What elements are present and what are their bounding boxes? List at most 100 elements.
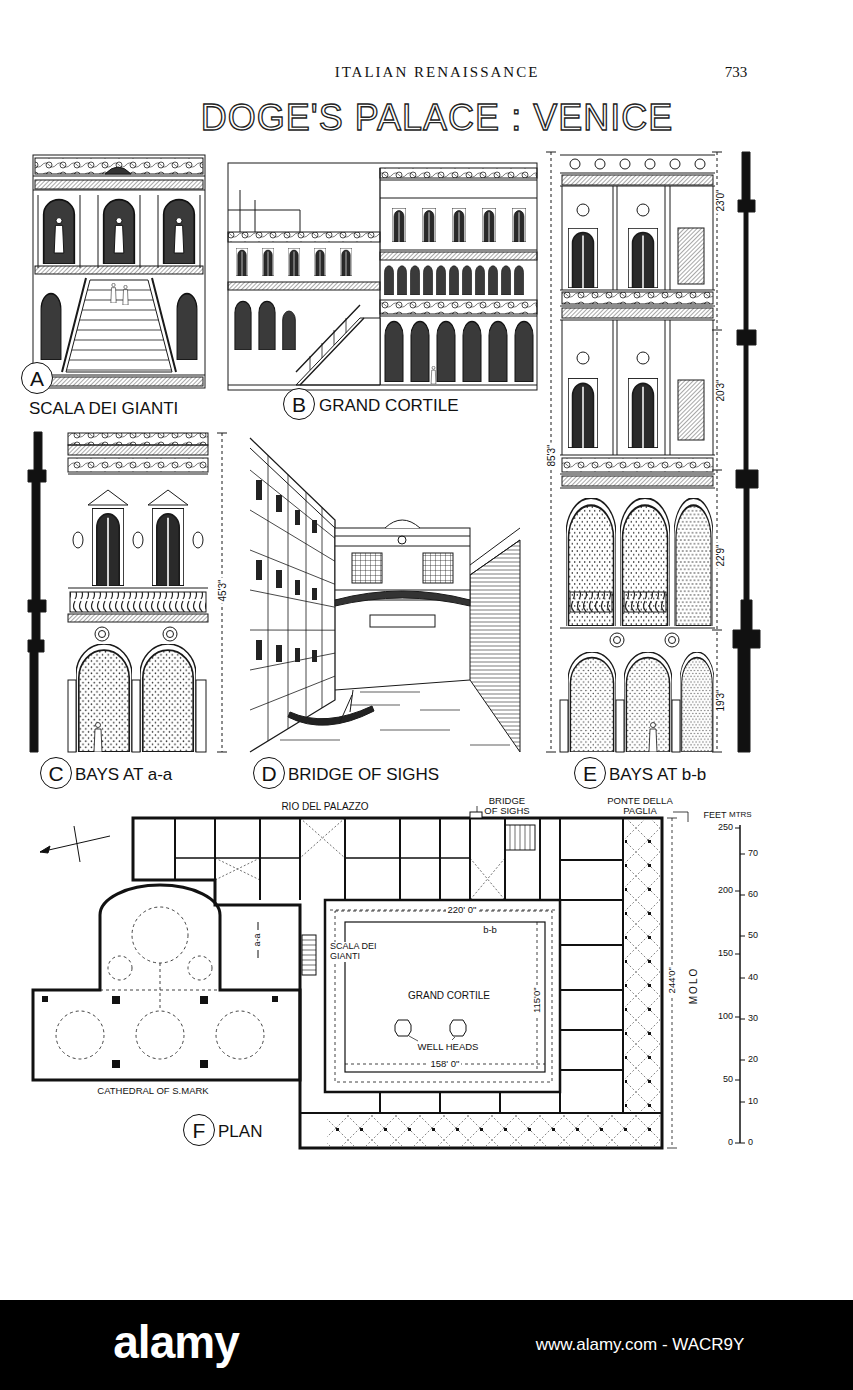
elevation-drawing	[132, 680, 140, 752]
staircase-drawing	[33, 190, 205, 191]
plan-label: MOLO	[688, 966, 699, 1003]
elevation-drawing	[678, 228, 704, 284]
scale-number: 100	[718, 1012, 733, 1022]
figure-letter: F	[193, 1120, 206, 1141]
figure-letter-circle: BGRAND CORTILE	[283, 388, 315, 420]
elevation-drawing	[628, 228, 658, 288]
elevation-drawing	[674, 498, 713, 626]
plan-label: BRIDGE OF SIGHS	[484, 796, 530, 817]
elevation-drawing	[628, 378, 658, 448]
dimension-label: 23'0"	[715, 187, 726, 213]
figure-letter: C	[48, 763, 63, 784]
bridge-drawing	[276, 645, 282, 662]
watermark: www.alamy.com - WACR9Y	[536, 1336, 745, 1355]
figure-caption: SCALA DEI GIANTI	[29, 400, 178, 419]
floor-plan	[735, 828, 745, 1143]
courtyard-drawing	[385, 322, 403, 382]
plan-label: WELL HEADS	[418, 1042, 479, 1052]
floor-plan	[272, 996, 278, 1002]
elevation-drawing	[624, 592, 666, 612]
courtyard-drawing	[411, 322, 429, 382]
elevation-drawing	[167, 631, 174, 638]
staircase-drawing	[174, 218, 184, 253]
elevation-drawing	[570, 592, 612, 612]
elevation-drawing	[73, 532, 83, 548]
elevation-drawing	[620, 159, 630, 169]
elevation-drawing	[68, 680, 76, 752]
scale-number: 20	[748, 1055, 758, 1065]
figure-caption: BRIDGE OF SIGHS	[288, 766, 439, 785]
elevation-drawing	[560, 488, 715, 489]
elevation-drawing	[546, 152, 760, 752]
floor-plan	[395, 1020, 411, 1036]
dimension-label: 45'3"	[217, 577, 228, 603]
elevation-drawing	[577, 352, 589, 364]
courtyard-drawing	[228, 385, 537, 386]
staircase-drawing	[164, 200, 195, 264]
bridge-drawing	[256, 640, 262, 660]
elevation-drawing	[88, 490, 188, 505]
dimension-label: 20'3"	[715, 377, 726, 403]
bridge-drawing	[256, 480, 317, 662]
elevation-drawing	[92, 508, 124, 586]
floor-plan	[325, 900, 560, 1092]
section-mark: b-b	[483, 925, 497, 935]
scale-number: 150	[718, 949, 733, 959]
plan-label: CATHEDRAL OF S.MARK	[97, 1086, 208, 1096]
elevation-drawing	[568, 652, 616, 752]
elevation-drawing	[672, 700, 680, 752]
elevation-drawing	[95, 627, 109, 641]
floor-plan	[673, 812, 688, 822]
floor-plan	[625, 820, 660, 1113]
scale-number: 50	[748, 931, 758, 941]
figure-caption: PLAN	[218, 1123, 262, 1142]
courtyard-drawing	[411, 266, 420, 295]
floor-plan	[133, 818, 662, 1148]
dimension-label: 158' 0"	[429, 1059, 462, 1069]
dimension-label: 220' 0"	[446, 905, 479, 915]
courtyard-drawing	[283, 311, 296, 350]
bridge-drawing	[335, 591, 470, 606]
running-head: ITALIAN RENAISSANCE	[335, 64, 540, 81]
scale-number: 10	[748, 1097, 758, 1107]
courtyard-drawing	[515, 322, 533, 382]
watermark: alamy	[113, 1317, 238, 1368]
figure-letter: E	[583, 763, 597, 784]
bridge-drawing	[470, 540, 520, 752]
bridge-drawing	[385, 520, 420, 528]
courtyard-drawing	[512, 208, 526, 242]
scale-number: 250	[718, 823, 733, 833]
bridge-drawing	[250, 438, 335, 752]
elevation-drawing	[546, 152, 556, 752]
elevation-drawing	[196, 680, 206, 752]
courtyard-drawing	[310, 318, 346, 370]
elevation-drawing	[70, 592, 206, 612]
bridge-drawing	[470, 528, 520, 575]
bridge-drawing	[250, 438, 520, 752]
courtyard-drawing	[450, 266, 459, 295]
dimension-label: 115'0"	[532, 985, 542, 1015]
floor-plan	[470, 812, 482, 818]
scale-number: 40	[748, 973, 758, 983]
elevation-drawing	[76, 644, 132, 752]
scale-unit: MTRS	[729, 811, 752, 820]
elevation-drawing	[562, 458, 713, 472]
figure-letter-circle: ASCALA DEI GIANTI	[21, 362, 53, 394]
courtyard-drawing	[385, 266, 394, 295]
courtyard-drawing	[228, 282, 380, 290]
elevation-drawing	[560, 173, 715, 174]
elevation-drawing	[670, 159, 680, 169]
elevation-drawing	[68, 614, 208, 622]
floor-plan	[188, 956, 212, 980]
courtyard-drawing	[236, 248, 248, 276]
plan-label: PONTE DELLA PAGLIA	[607, 796, 673, 817]
bridge-drawing	[256, 560, 262, 580]
courtyard-drawing	[452, 208, 466, 242]
dimension-label: 85'3"	[546, 442, 557, 468]
courtyard-drawing	[380, 252, 537, 260]
staircase-drawing	[33, 155, 205, 388]
staircase-drawing	[35, 266, 203, 274]
elevation-drawing	[562, 308, 713, 318]
floor-plan	[56, 907, 264, 1059]
elevation-drawing	[562, 186, 713, 290]
